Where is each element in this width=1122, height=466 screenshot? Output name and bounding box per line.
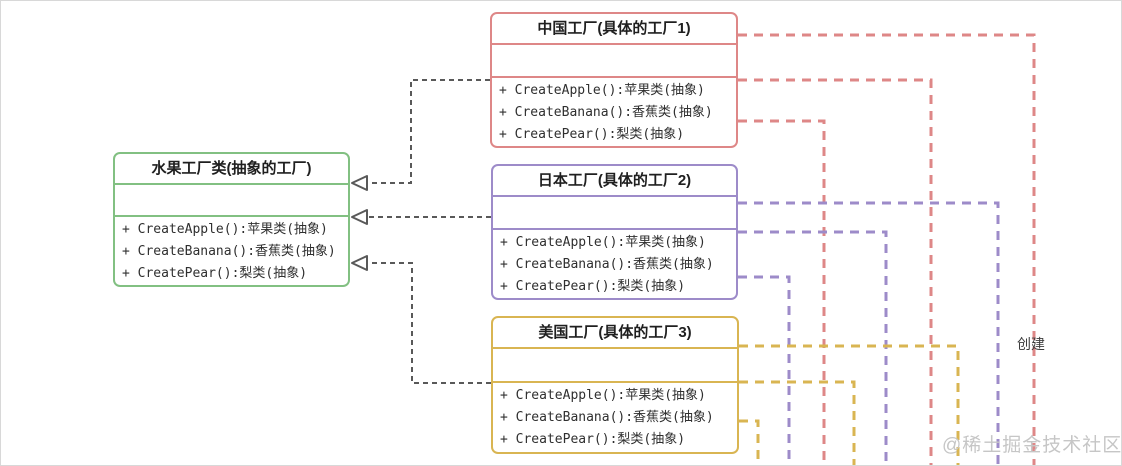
class-methods-section: + CreateApple():苹果类(抽象) + CreateBanana()… — [492, 78, 736, 146]
create-line-usa-3 — [739, 419, 760, 465]
method-create-pear: + CreatePear():梨类(抽象) — [500, 279, 686, 294]
create-line-japan-1 — [738, 201, 1000, 465]
create-line-china-1 — [738, 33, 1036, 465]
create-line-japan-3 — [738, 275, 791, 465]
hollow-triangle-arrow-icon — [351, 209, 368, 225]
class-methods-section: + CreateApple():苹果类(抽象) + CreateBanana()… — [115, 217, 348, 285]
class-methods-section: + CreateApple():苹果类(抽象) + CreateBanana()… — [493, 230, 736, 298]
create-line-china-2 — [738, 78, 933, 465]
class-title: 水果工厂类(抽象的工厂) — [115, 154, 348, 185]
class-box-china-factory: 中国工厂(具体的工厂1) + CreateApple():苹果类(抽象) + C… — [490, 12, 738, 148]
class-box-japan-factory: 日本工厂(具体的工厂2) + CreateApple():苹果类(抽象) + C… — [491, 164, 738, 300]
create-line-china-3 — [738, 119, 826, 465]
create-edge-label: 创建 — [1017, 336, 1045, 352]
method-create-banana: + CreateBanana():香蕉类(抽象) — [122, 244, 336, 259]
create-line-japan-2 — [738, 230, 888, 465]
method-create-pear: + CreatePear():梨类(抽象) — [500, 432, 686, 447]
method-create-apple: + CreateApple():苹果类(抽象) — [122, 222, 328, 237]
hollow-triangle-arrow-icon — [351, 175, 368, 191]
class-box-usa-factory: 美国工厂(具体的工厂3) + CreateApple():苹果类(抽象) + C… — [491, 316, 739, 454]
class-box-abstract-fruit-factory: 水果工厂类(抽象的工厂) + CreateApple():苹果类(抽象) + C… — [113, 152, 350, 287]
class-title: 日本工厂(具体的工厂2) — [493, 166, 736, 197]
class-title: 美国工厂(具体的工厂3) — [493, 318, 737, 349]
class-attributes-section — [115, 185, 348, 217]
class-attributes-section — [492, 45, 736, 78]
method-create-pear: + CreatePear():梨类(抽象) — [122, 266, 308, 281]
watermark: @稀土掘金技术社区 — [942, 435, 1122, 456]
method-create-banana: + CreateBanana():香蕉类(抽象) — [499, 105, 713, 120]
class-methods-section: + CreateApple():苹果类(抽象) + CreateBanana()… — [493, 383, 737, 452]
class-attributes-section — [493, 197, 736, 230]
hollow-triangle-arrow-icon — [351, 255, 368, 271]
method-create-apple: + CreateApple():苹果类(抽象) — [500, 388, 706, 403]
method-create-banana: + CreateBanana():香蕉类(抽象) — [500, 410, 714, 425]
create-line-usa-1 — [739, 344, 960, 465]
method-create-banana: + CreateBanana():香蕉类(抽象) — [500, 257, 714, 272]
realization-line-china — [367, 79, 490, 184]
create-line-usa-2 — [739, 380, 856, 465]
method-create-apple: + CreateApple():苹果类(抽象) — [500, 235, 706, 250]
realization-line-usa — [367, 262, 491, 384]
class-attributes-section — [493, 349, 737, 383]
method-create-pear: + CreatePear():梨类(抽象) — [499, 127, 685, 142]
class-title: 中国工厂(具体的工厂1) — [492, 14, 736, 45]
method-create-apple: + CreateApple():苹果类(抽象) — [499, 83, 705, 98]
